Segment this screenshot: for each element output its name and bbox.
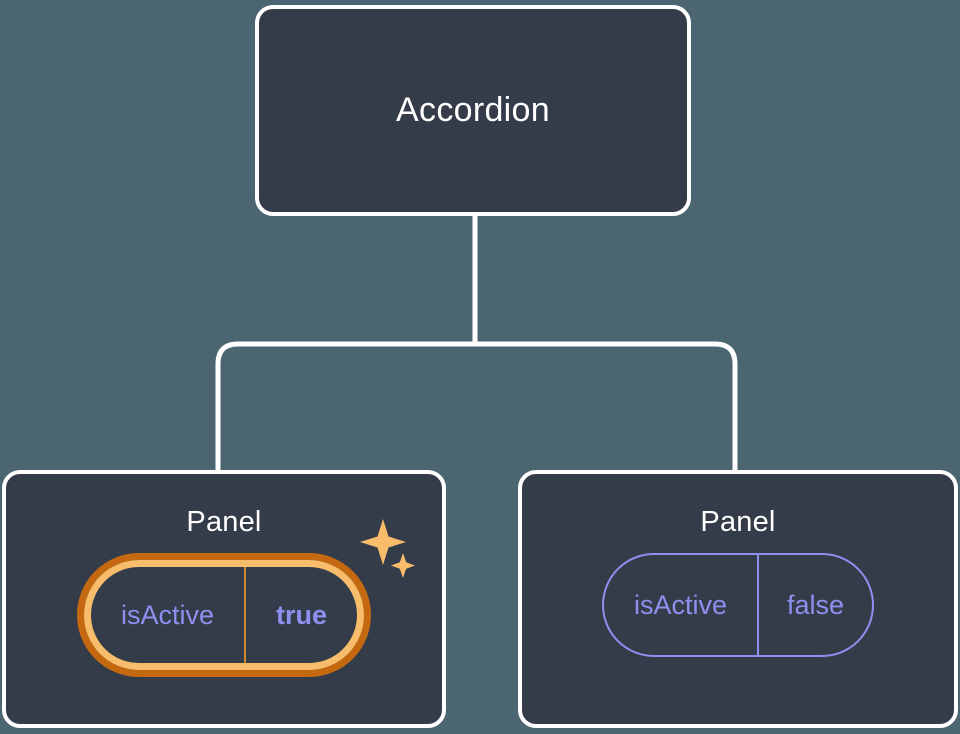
prop-pill-wrapper: isActive false	[601, 553, 875, 657]
node-title: Panel	[186, 506, 262, 538]
prop-pill[interactable]: isActive false	[601, 553, 875, 657]
prop-key: isActive	[633, 589, 727, 620]
prop-value: false	[756, 555, 872, 655]
node-title: Accordion	[396, 91, 550, 129]
connector-branch-left	[215, 341, 475, 472]
connector-branch-right	[475, 341, 738, 472]
tree-node-panel-inactive[interactable]: Panel isActive false	[518, 470, 958, 728]
node-title: Panel	[700, 506, 776, 538]
prop-pill-inner: isActive true	[83, 560, 365, 670]
tree-node-panel-active[interactable]: Panel isActive true	[2, 470, 446, 728]
tree-node-accordion[interactable]: Accordion	[255, 5, 691, 216]
prop-key: isActive	[120, 599, 214, 630]
prop-pill-highlighted[interactable]: isActive true	[76, 553, 372, 677]
prop-pill-wrapper: isActive true	[76, 519, 416, 677]
sparkles-icon	[360, 519, 416, 578]
prop-value: true	[244, 567, 357, 663]
